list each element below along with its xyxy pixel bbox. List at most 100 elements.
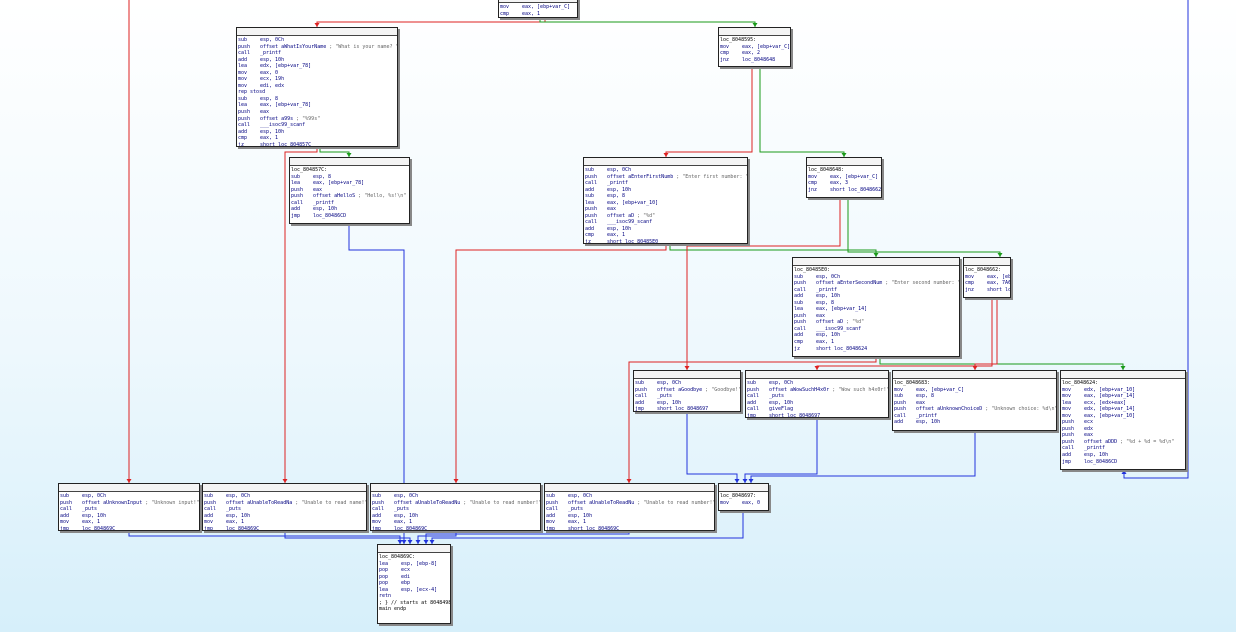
operand[interactable]: eax, 1 [607,232,626,239]
operand[interactable]: ecx, [edx+eax] [1084,399,1127,406]
operand[interactable]: offset aEnterFirstNumb [607,173,674,180]
operand[interactable]: ___isoc99_scanf [816,325,862,332]
operand[interactable]: eax, [ebp+var_14] [1084,393,1136,400]
operand[interactable]: offset aWhatIsYourName [260,43,327,50]
label-text[interactable]: loc_8048662: [965,267,1002,273]
operand[interactable]: eax [916,399,926,406]
operand[interactable]: edx, [ebp+var_14] [1084,406,1136,413]
operand[interactable]: short loc_8048624 [816,345,868,352]
operand[interactable]: eax, 1 [82,519,101,526]
operand[interactable]: loc_804869C [82,525,116,531]
operand[interactable]: ecx, 19h [260,76,285,83]
operand[interactable]: esp, 0Ch [657,380,682,386]
operand[interactable]: eax, [ebp+var_C] [742,43,791,50]
operand[interactable]: eax [607,206,617,213]
operand[interactable]: esp, 0Ch [260,37,285,43]
operand[interactable]: _printf [313,199,335,206]
block-header-bar[interactable] [719,484,768,492]
operand[interactable]: edx [1084,425,1094,432]
operand[interactable]: offset aD [816,319,844,326]
operand[interactable]: edx, [ebp+var_10] [1084,386,1136,393]
operand[interactable]: short loc_804869C [568,525,620,531]
operand[interactable]: eax [260,109,270,116]
block-header-bar[interactable] [545,484,714,492]
operand[interactable]: edi [401,573,411,580]
operand[interactable]: short loc_804857C [260,141,312,147]
label-text[interactable]: loc_80485E0: [794,267,831,273]
operand[interactable]: _printf [916,412,938,419]
operand[interactable]: eax, 1 [226,519,245,526]
operand[interactable]: esp, 0Ch [769,380,794,386]
operand[interactable]: esp, 8 [816,299,835,306]
operand[interactable]: short loc_8048595 [522,17,573,18]
operand[interactable]: giveFlag [769,406,794,413]
operand[interactable]: _puts [226,506,242,513]
operand[interactable]: esp, 0Ch [816,273,841,280]
operand[interactable]: esp, 10h [394,512,419,519]
block-header-bar[interactable] [378,545,450,553]
operand[interactable]: _printf [816,286,838,293]
operand[interactable]: offset aEnterSecondNum [816,280,883,287]
operand[interactable]: eax, 1 [816,339,835,346]
operand[interactable]: eax, [ebp+var_78] [313,180,365,187]
operand[interactable]: eax [816,312,826,319]
operand[interactable]: esp, 8 [916,393,935,400]
operand[interactable]: eax, 3 [830,180,849,187]
block-header-bar[interactable] [499,0,577,3]
operand[interactable]: offset aD [607,212,635,219]
operand[interactable]: offset aWowSuchH4x0r [769,386,830,393]
operand[interactable]: short loc_8048683 [987,286,1011,293]
operand[interactable]: esp, 10h [607,225,632,232]
operand[interactable]: _printf [260,50,282,57]
block-header-bar[interactable] [719,28,790,36]
block-header-bar[interactable] [59,484,199,492]
operand[interactable]: eax, 1 [260,135,279,142]
block-header-bar[interactable] [746,371,888,379]
label-text[interactable]: loc_8048683: [894,380,931,386]
operand[interactable]: offset aUnableToReadNu [394,499,461,506]
operand[interactable]: eax, 1 [522,10,541,17]
operand[interactable]: esp, 10h [226,512,251,519]
operand[interactable]: esp, 0Ch [607,167,632,173]
operand[interactable]: _printf [607,180,629,187]
operand[interactable]: _puts [568,506,584,513]
operand[interactable]: eax [313,186,323,193]
operand[interactable]: short loc_8048662 [830,186,882,193]
operand[interactable]: ___isoc99_scanf [607,219,653,226]
operand[interactable]: loc_804869C [226,525,260,531]
label-text[interactable]: ; } // starts at 8048498 [379,599,451,606]
operand[interactable]: short loc_8048697 [657,406,709,412]
operand[interactable]: offset aUnableToReadNa [226,499,293,506]
operand[interactable]: edx, [ebp+var_78] [260,63,312,70]
operand[interactable]: _puts [657,393,673,400]
operand[interactable]: esp, 10h [1084,452,1109,459]
operand[interactable]: eax, [ebp+var_C] [522,4,571,10]
operand[interactable]: eax, [ebp+var_C] [987,273,1011,280]
operand[interactable]: esp, 10h [916,419,941,426]
operand[interactable]: eax, [ebp+var_10] [607,199,659,206]
operand[interactable]: esp, 10h [657,399,682,406]
operand[interactable]: esp, 0Ch [82,493,107,499]
operand[interactable]: ecx [1084,419,1094,426]
operand[interactable]: eax, 7A69h [987,280,1011,287]
operand[interactable]: esp, [ebp-8] [401,560,438,567]
operand[interactable]: eax, [ebp+var_10] [1084,412,1136,419]
block-header-bar[interactable] [893,371,1056,379]
operand[interactable]: offset aDDD [1084,438,1118,445]
block-header-bar[interactable] [634,371,740,379]
operand[interactable]: esp, 0Ch [226,493,251,499]
operand[interactable]: short loc_8048697 [769,412,821,418]
operand[interactable]: offset aUnableToReadNu [568,499,635,506]
operand[interactable]: loc_8048648 [742,56,776,63]
block-header-bar[interactable] [237,28,397,36]
